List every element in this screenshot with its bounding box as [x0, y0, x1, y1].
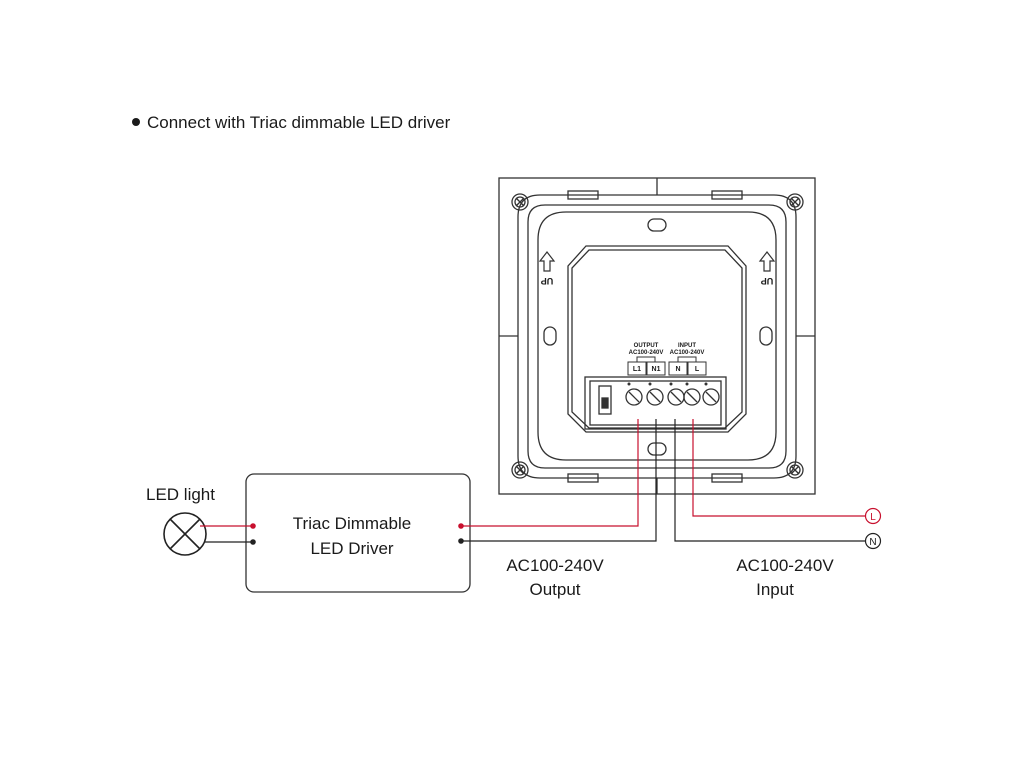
panel-output-header: OUTPUT [634, 343, 659, 349]
bullet-dot [132, 118, 140, 126]
panel-inner-frame [517, 194, 797, 479]
svg-text:N: N [869, 537, 876, 548]
input-label: Input [756, 580, 794, 599]
svg-text:UP: UP [761, 276, 774, 286]
slot-top [647, 218, 667, 232]
dip-switch [598, 385, 612, 415]
driver-box [245, 473, 471, 593]
line-marker: L [864, 507, 882, 525]
wall-panel [498, 177, 816, 495]
up-arrow-right: UP [758, 251, 776, 286]
svg-text:L: L [870, 512, 876, 523]
module-housing [567, 245, 747, 433]
input-voltage-label: AC100-240V [736, 556, 834, 575]
panel-input-voltage: AC100-240V [670, 350, 705, 356]
led-light-label: LED light [146, 485, 215, 504]
slot-left [543, 326, 557, 346]
terminal-labels [627, 361, 707, 376]
wire-input-neutral [674, 419, 865, 542]
lamp-icon [163, 512, 207, 556]
slot-bottom [647, 442, 667, 456]
module-housing-inner [571, 249, 743, 429]
screw-icon [786, 461, 804, 479]
neutral-marker: N [864, 532, 882, 550]
panel-outer [498, 177, 816, 495]
driver-label-line2: LED Driver [310, 539, 393, 558]
terminal-label-n1: N1 [652, 366, 661, 373]
wire-input-live [692, 419, 865, 517]
up-arrow-icon [538, 251, 556, 272]
screw-icon [511, 193, 529, 211]
bottom-clip-left [567, 473, 599, 483]
screw-icon [786, 193, 804, 211]
bottom-clip-right [711, 473, 743, 483]
wire-output-live [461, 419, 639, 527]
panel-output-voltage: AC100-240V [629, 350, 664, 356]
panel-input-header: INPUT [678, 343, 696, 349]
svg-text:UP: UP [541, 276, 554, 286]
output-label: Output [529, 580, 580, 599]
heading: Connect with Triac dimmable LED driver [147, 113, 451, 132]
terminal-label-l: L [695, 366, 700, 373]
panel-back-plate [537, 211, 777, 461]
terminal-label-l1: L1 [633, 366, 641, 373]
slot-right [759, 326, 773, 346]
up-arrow-left: UP [538, 251, 556, 286]
screw-icon [511, 461, 529, 479]
output-voltage-label: AC100-240V [506, 556, 604, 575]
screw-terminals [625, 388, 720, 406]
top-clip-left [567, 190, 599, 200]
top-clip-right [711, 190, 743, 200]
up-arrow-icon [758, 251, 776, 272]
terminal-label-n: N [675, 366, 680, 373]
corner-screws [511, 193, 804, 479]
panel-frame-rim [527, 204, 787, 469]
wire-output-neutral [461, 419, 657, 542]
driver-label-line1: Triac Dimmable [293, 514, 411, 533]
